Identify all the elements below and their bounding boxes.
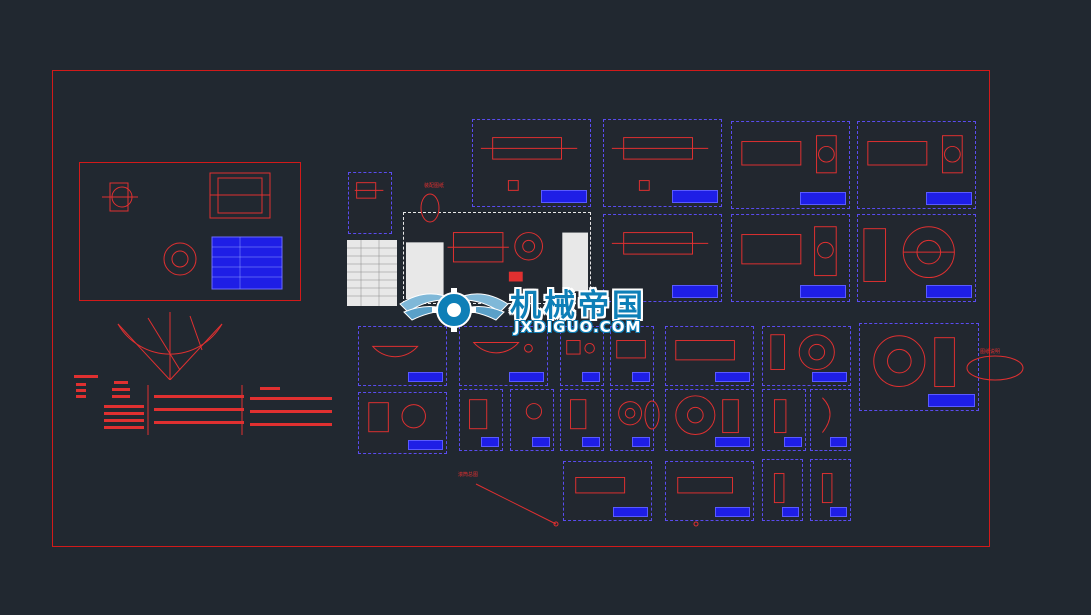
gear-wings-logo-icon <box>399 288 509 332</box>
drawing-sheet-part-o[interactable] <box>810 459 851 521</box>
drawing-sheet-drum-shaft-1[interactable] <box>472 119 591 207</box>
watermark-title: 机械帝国 <box>510 288 646 324</box>
drawing-sheet-main-assembly[interactable] <box>403 212 591 304</box>
drawing-sheet-roller-1[interactable] <box>563 461 652 521</box>
bom-table[interactable] <box>347 240 397 306</box>
drawing-sheet-part-e[interactable] <box>665 326 754 386</box>
drawing-sheet-part-d[interactable] <box>610 326 654 386</box>
drawing-sheet-part-b[interactable] <box>459 326 548 386</box>
drawing-sheet-part-n[interactable] <box>762 459 803 521</box>
drawing-sheet-bom-small[interactable] <box>348 172 392 234</box>
drawing-sheet-part-c[interactable] <box>560 326 604 386</box>
drawing-sheet-part-i[interactable] <box>510 389 554 451</box>
drawing-sheet-drum-shaft-2[interactable] <box>603 119 722 207</box>
drawing-sheet-part-g[interactable] <box>358 392 447 454</box>
drawing-border-frame <box>52 70 990 547</box>
drawing-sheet-part-k[interactable] <box>610 389 654 451</box>
drawing-sheet-hub[interactable] <box>665 389 754 451</box>
drawing-sheet-drum-2[interactable] <box>857 121 976 209</box>
assembly-overview-drawing <box>102 172 283 290</box>
assembly-overview-frame[interactable] <box>79 162 301 301</box>
drawing-sheet-roller-2[interactable] <box>665 461 754 521</box>
sector-diagram[interactable] <box>110 310 230 380</box>
annotation-top-note: 装配图纸 <box>424 183 445 189</box>
drawing-sheet-flange[interactable] <box>859 323 979 411</box>
parameter-table <box>74 375 332 435</box>
drawing-sheet-drum-1[interactable] <box>731 121 850 209</box>
drawing-sheet-part-l[interactable] <box>762 389 806 451</box>
watermark-logo: 机械帝国 JXDIGUO.COM <box>398 278 693 340</box>
drawing-sheet-wheel[interactable] <box>857 214 976 302</box>
annotation-bottom-note: 滚筒总图 <box>458 472 479 478</box>
drawing-sheet-drum-shaft-3[interactable] <box>603 214 722 302</box>
drawing-sheet-part-m[interactable] <box>810 389 851 451</box>
drawing-sheet-part-j[interactable] <box>560 389 604 451</box>
drawing-sheet-part-a[interactable] <box>358 326 447 386</box>
drawing-sheet-part-f[interactable] <box>762 326 851 386</box>
watermark-url: JXDIGUO.COM <box>514 318 642 336</box>
annotation-right-note: 图纸说明 <box>980 349 1001 355</box>
drawing-sheet-part-h[interactable] <box>459 389 503 451</box>
drawing-sheet-drum-3[interactable] <box>731 214 850 302</box>
